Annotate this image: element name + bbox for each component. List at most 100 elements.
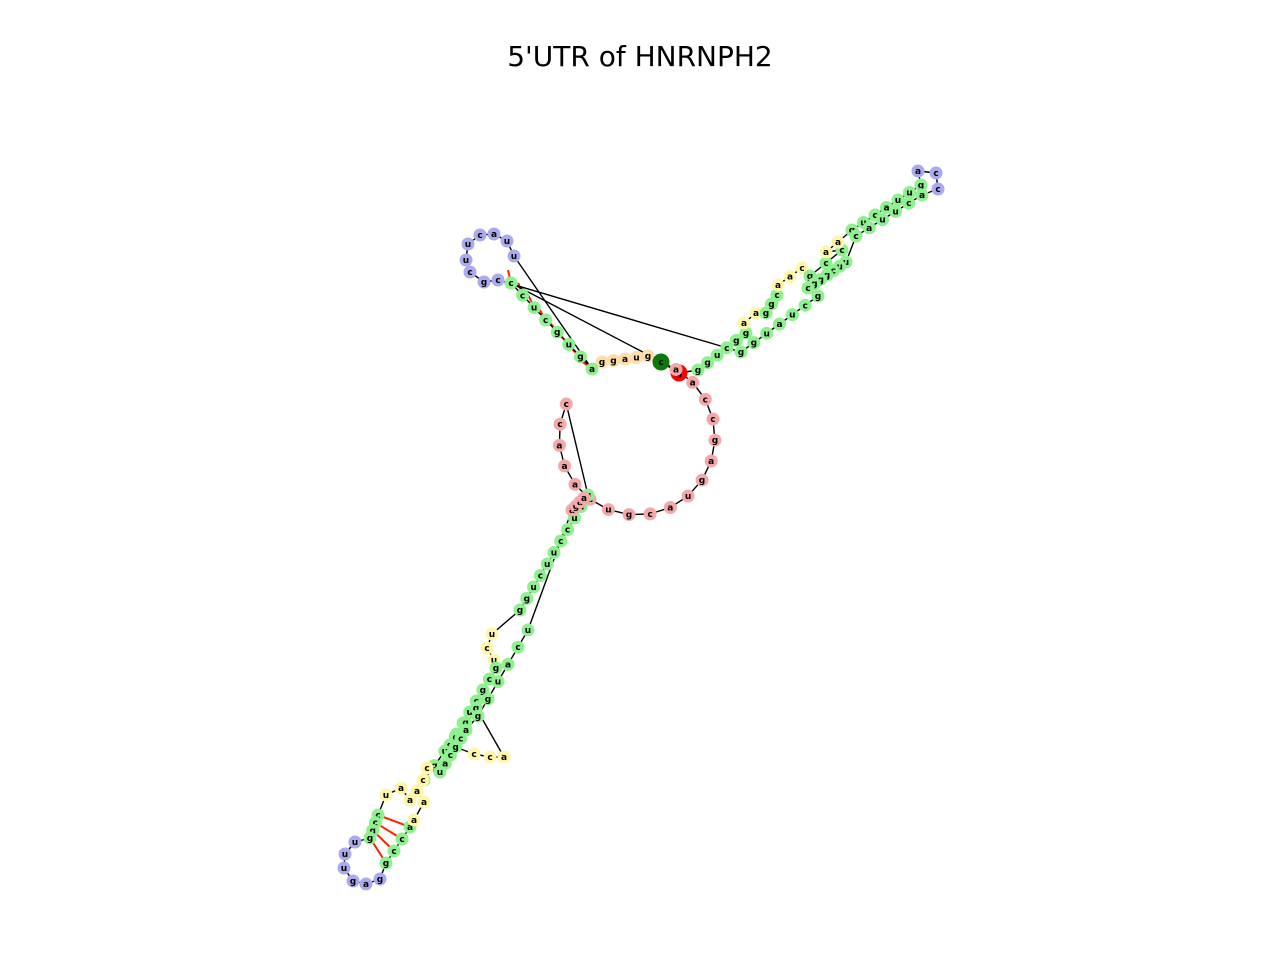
nucleotide-letter: c bbox=[467, 268, 472, 278]
nucleotide-hairpin-loop: u bbox=[459, 253, 473, 267]
nucleotide-interior-loop: a bbox=[737, 316, 751, 330]
nucleotide-letter: c bbox=[839, 246, 844, 256]
nucleotide-letter: g bbox=[452, 743, 458, 753]
nucleotide-letter: u bbox=[879, 216, 885, 226]
nucleotide-hairpin-loop: c bbox=[491, 273, 505, 287]
nucleotide-letter: u bbox=[465, 240, 471, 250]
nucleotide-circle bbox=[720, 341, 734, 355]
nucleotide-stem: a bbox=[915, 188, 929, 202]
nucleotide-letter: c bbox=[565, 526, 570, 536]
nucleotide-interior-loop: c bbox=[420, 761, 434, 775]
nucleotide-stem: c bbox=[504, 276, 518, 290]
nucleotide-stem: u bbox=[562, 337, 576, 351]
nucleotide-letter: c bbox=[508, 279, 513, 289]
nucleotide-letter: a bbox=[411, 816, 417, 826]
nucleotide-interior-loop: c bbox=[795, 261, 809, 275]
nucleotide-circle bbox=[573, 350, 587, 364]
nucleotide-letter: a bbox=[690, 378, 696, 388]
nucleotide-letter: c bbox=[724, 344, 729, 354]
nucleotide-interior-loop: a bbox=[819, 245, 833, 259]
nucleotide-circle bbox=[497, 750, 511, 764]
nucleotide-circle bbox=[630, 351, 643, 364]
nucleotide-stem: g bbox=[691, 363, 705, 377]
nucleotide-hairpin-loop: u bbox=[500, 234, 514, 248]
nucleotide-letter: g bbox=[473, 704, 479, 714]
nucleotide-letter: c bbox=[399, 835, 404, 845]
nucleotide-stem: c bbox=[395, 832, 409, 846]
nucleotide-stem: u bbox=[903, 186, 916, 199]
nucleotide-hairpin-loop: u bbox=[348, 835, 362, 849]
nucleotide-multiloop: g bbox=[622, 508, 636, 522]
nucleotide-circle bbox=[420, 761, 434, 775]
nucleotide-letter: c bbox=[515, 643, 520, 653]
nucleotide-letter: c bbox=[935, 185, 940, 195]
nucleotide-circle bbox=[504, 276, 518, 290]
nucleotide-letter: u bbox=[551, 549, 557, 559]
nucleotide-interior-loop: a bbox=[771, 278, 785, 292]
nucleotide-circle bbox=[477, 275, 491, 289]
nucleotide-letter: u bbox=[463, 256, 469, 266]
nucleotide-circle bbox=[467, 747, 481, 761]
nucleotide-stem: c bbox=[561, 523, 575, 536]
nucleotide-letter: u bbox=[489, 630, 495, 640]
nucleotide-five-prime-unpaired: a bbox=[618, 352, 632, 366]
nucleotide-stem: c bbox=[554, 534, 568, 548]
nucleotide-stem: g bbox=[363, 831, 377, 845]
nucleotide-circle bbox=[929, 166, 943, 180]
nucleotide-circle bbox=[513, 603, 527, 617]
nucleotide-circle bbox=[801, 281, 815, 295]
nucleotide-letter: g bbox=[807, 272, 813, 282]
nucleotide-letter: g bbox=[815, 292, 821, 302]
nucleotide-letter: u bbox=[531, 304, 537, 314]
nucleotide-circle bbox=[831, 235, 845, 249]
nucleotide-hairpin-loop: u bbox=[337, 861, 351, 875]
nucleotide-circle bbox=[387, 844, 401, 858]
nucleotide-circle bbox=[491, 675, 505, 689]
nucleotide-circle bbox=[416, 773, 430, 787]
nucleotide-stem: c bbox=[770, 288, 784, 302]
nucleotide-letter: c bbox=[373, 819, 378, 829]
nucleotide-letter: g bbox=[480, 686, 486, 696]
nucleotide-circle bbox=[527, 580, 541, 594]
nucleotide-letter: a bbox=[919, 191, 925, 201]
nucleotide-letter: a bbox=[562, 462, 568, 472]
nucleotide-multiloop: a bbox=[704, 454, 718, 468]
nucleotide-circle bbox=[701, 356, 715, 370]
nucleotide-letter: g bbox=[599, 358, 605, 368]
nucleotide-letter: c bbox=[853, 232, 858, 242]
nucleotide-letter: c bbox=[823, 259, 828, 269]
nucleotide-multiloop: c bbox=[553, 417, 567, 431]
nucleotide-letter: a bbox=[835, 238, 841, 248]
nucleotide-hairpin-loop: a bbox=[487, 227, 501, 241]
nucleotide-letter: a bbox=[442, 760, 448, 770]
nucleotide-interior-loop: a bbox=[497, 750, 511, 764]
nucleotide-circle bbox=[550, 325, 564, 339]
nucleotide-stem: c bbox=[798, 298, 812, 312]
nucleotide-circle bbox=[485, 627, 499, 641]
nucleotide-letter: a bbox=[505, 660, 511, 670]
nucleotide-multiloop: g bbox=[695, 473, 709, 487]
nucleotide-letter: c bbox=[710, 415, 715, 425]
nucleotides: ggaugcgggucggaaggcaacgccaagucauugaccacuu… bbox=[337, 164, 945, 891]
nucleotide-letter: g bbox=[699, 476, 705, 486]
nucleotide-circle bbox=[681, 489, 695, 503]
nucleotide-stem: g bbox=[811, 289, 825, 303]
nucleotide-circle bbox=[483, 750, 497, 764]
nucleotide-hairpin-loop: g bbox=[477, 275, 491, 289]
nucleotide-stem: u bbox=[889, 204, 903, 218]
nucleotide-letter: g bbox=[517, 606, 523, 616]
nucleotide-letter: u bbox=[789, 311, 795, 321]
nucleotide-circle bbox=[561, 523, 575, 536]
nucleotide-multiloop: g bbox=[708, 433, 722, 447]
nucleotide-letter: g bbox=[918, 181, 924, 191]
nucleotide-letter: g bbox=[712, 436, 718, 446]
nucleotide-letter: g bbox=[610, 357, 616, 367]
nucleotide-multiloop: u bbox=[681, 489, 695, 503]
nucleotide-stem: u bbox=[527, 580, 541, 594]
nucleotide-letter: g bbox=[817, 275, 823, 285]
nucleotide-letter: c bbox=[933, 169, 938, 179]
nucleotide-circle bbox=[463, 265, 477, 279]
nucleotide-letter: a bbox=[753, 309, 759, 319]
nucleotide-circle bbox=[481, 692, 495, 706]
